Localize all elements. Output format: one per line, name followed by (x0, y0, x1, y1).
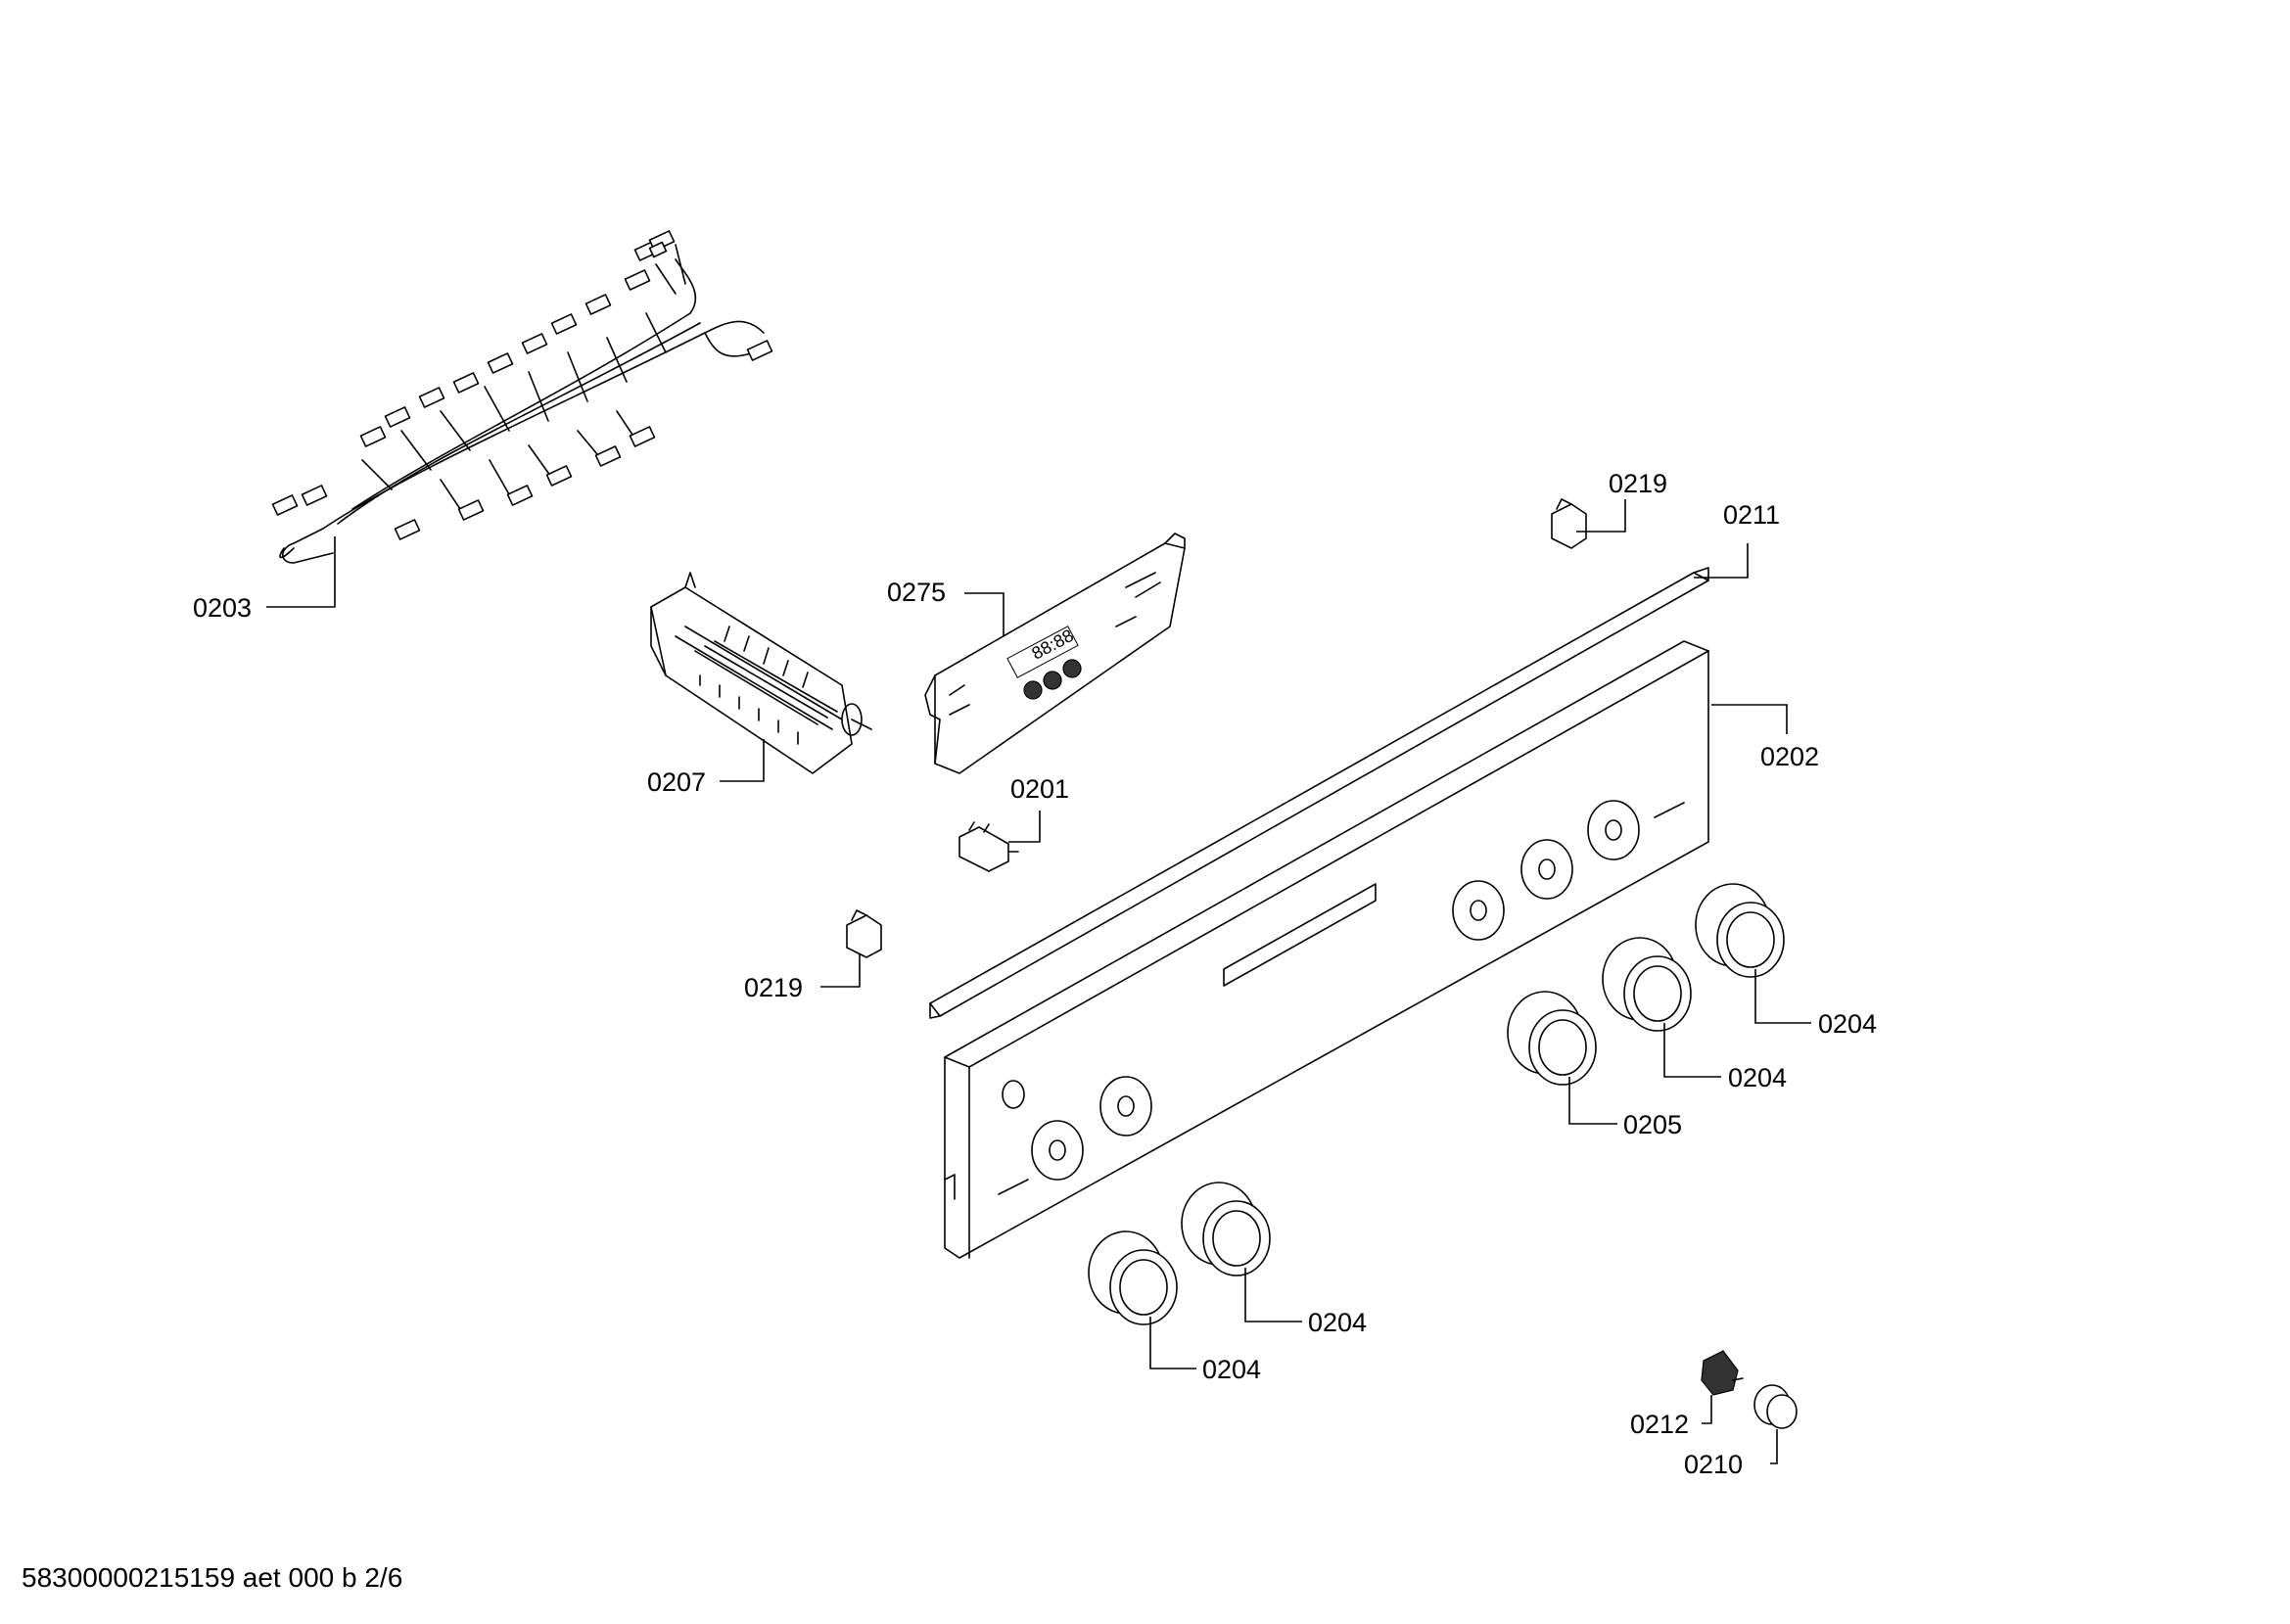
knob-0204-middle-part (1602, 937, 1692, 1032)
callout-0201: 0201 (1010, 774, 1069, 804)
document-id-footer: 58300000215159 aet 000 b 2/6 (22, 1562, 403, 1593)
leader-0219a (1576, 499, 1626, 533)
leader-0201 (1008, 811, 1041, 843)
callout-0204-right: 0204 (1818, 1009, 1877, 1039)
callout-0219-upper: 0219 (1609, 469, 1667, 498)
leader-lines (266, 499, 1811, 1464)
callout-0275: 0275 (887, 578, 946, 607)
control-module-pcb-part: 88:88 (924, 533, 1186, 774)
leader-0210 (1770, 1429, 1778, 1464)
callout-0210: 0210 (1684, 1450, 1743, 1479)
leader-0219b (820, 954, 861, 988)
leader-0204a (1754, 969, 1811, 1024)
leader-0212 (1702, 1395, 1712, 1424)
callout-0203: 0203 (193, 593, 252, 623)
callout-0204-middle: 0204 (1728, 1063, 1787, 1092)
clip-0219-lower-part (846, 909, 882, 958)
switch-0201-part (958, 821, 1019, 872)
callout-labels: 0219 0211 0275 0203 0202 0207 0201 0219 … (193, 469, 1877, 1479)
callout-0204-lower-right: 0204 (1308, 1308, 1367, 1337)
leader-0207 (720, 739, 765, 782)
leader-0203 (266, 536, 336, 608)
leader-0205 (1568, 1077, 1617, 1125)
control-panel-part (944, 640, 1709, 1259)
callout-0212: 0212 (1630, 1410, 1689, 1439)
knob-0204-lower-left-part (1088, 1230, 1178, 1325)
leader-0275 (964, 592, 1005, 636)
callout-0219-lower: 0219 (744, 973, 803, 1002)
callout-0204-lower-left: 0204 (1202, 1355, 1261, 1384)
knob-0204-lower-right-part (1181, 1182, 1271, 1276)
knob-0204-right-part (1695, 883, 1785, 978)
wiring-harness-part (271, 230, 773, 564)
callout-0211: 0211 (1723, 500, 1780, 530)
switch-block-part (650, 572, 872, 774)
leader-0211 (1694, 543, 1749, 579)
leader-0204c (1244, 1268, 1302, 1322)
callout-0202: 0202 (1760, 742, 1819, 771)
leader-0202 (1711, 704, 1788, 734)
callout-0205: 0205 (1623, 1110, 1682, 1139)
knob-insert-0212-part (1701, 1350, 1744, 1396)
knob-0205-part (1507, 991, 1597, 1086)
callout-0207: 0207 (647, 767, 706, 797)
trim-strip-part (929, 567, 1709, 1019)
leader-0204d (1149, 1317, 1196, 1369)
leader-0204b (1663, 1023, 1721, 1078)
cap-0210-part (1753, 1384, 1798, 1429)
clip-0219-upper-part (1551, 498, 1587, 549)
